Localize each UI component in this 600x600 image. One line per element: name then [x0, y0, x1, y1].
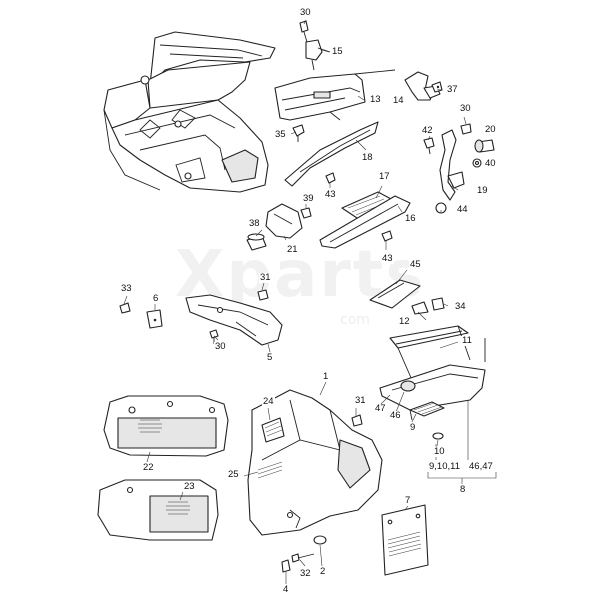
cap-12 — [411, 301, 429, 315]
luggage-cover-11 — [389, 325, 486, 381]
callout-32: 32 — [299, 568, 312, 579]
bracket-6 — [146, 309, 163, 329]
callout-12: 12 — [398, 316, 411, 327]
callout-31-lower: 31 — [354, 395, 367, 406]
mat-24 — [261, 417, 285, 443]
callout-35: 35 — [274, 129, 287, 140]
hinge-cover-19 — [439, 129, 465, 201]
callout-8: 8 — [459, 484, 467, 495]
trunk-trim-1 — [247, 389, 383, 536]
callout-13: 13 — [369, 94, 382, 105]
callout-38: 38 — [248, 218, 261, 229]
callout-47: 47 — [374, 403, 387, 414]
watermark-domain: com — [340, 312, 370, 328]
callout-10: 10 — [433, 446, 446, 457]
nut-40 — [472, 158, 482, 168]
cover-21 — [265, 203, 303, 239]
callout-16: 16 — [404, 213, 417, 224]
callout-24: 24 — [262, 396, 275, 407]
trim-5 — [185, 294, 283, 346]
trunk-lid-trim-panel-13 — [274, 69, 396, 121]
plug-10 — [432, 432, 444, 440]
panel-16 — [319, 195, 411, 249]
clip-4 — [281, 559, 291, 573]
clip-31-lower — [351, 414, 363, 427]
callout-37: 37 — [446, 84, 459, 95]
callout-15: 15 — [331, 46, 344, 57]
callout-30-lower: 30 — [214, 341, 227, 352]
side-trim-22 — [103, 395, 229, 457]
callout-6: 6 — [152, 293, 160, 304]
clip-33 — [119, 302, 131, 314]
clip-42 — [423, 137, 435, 155]
screw-30-lower — [209, 329, 219, 344]
cap-2 — [313, 535, 327, 545]
clip-15-assembly — [299, 20, 331, 71]
side-trim-23 — [97, 479, 219, 541]
callout-18: 18 — [361, 152, 374, 163]
screw-35 — [292, 124, 305, 142]
callout-1: 1 — [322, 371, 330, 382]
callout-21: 21 — [286, 244, 299, 255]
callout-2: 2 — [319, 566, 327, 577]
cover-45 — [369, 279, 421, 309]
cover-plate-7 — [381, 504, 429, 576]
leader-lines — [123, 19, 469, 584]
shelf-46-47 — [379, 364, 486, 421]
callout-33: 33 — [120, 283, 133, 294]
clip-43-upper — [325, 172, 336, 184]
callout-9: 9 — [409, 422, 417, 433]
callout-46: 46 — [389, 410, 402, 421]
callout-5: 5 — [266, 352, 274, 363]
car-body-illustration — [103, 31, 276, 193]
callout-11: 11 — [461, 335, 473, 346]
clip-30-right — [460, 123, 472, 135]
clip-31-upper — [257, 289, 269, 301]
callout-45: 45 — [409, 259, 422, 270]
plug-38 — [246, 233, 267, 251]
mat-9 — [409, 401, 445, 417]
callout-23: 23 — [183, 481, 196, 492]
callout-43-lower: 43 — [381, 253, 394, 264]
callout-7: 7 — [404, 495, 412, 506]
trim-strip-18 — [284, 121, 379, 187]
callout-20: 20 — [484, 124, 497, 135]
callout-19: 19 — [476, 185, 489, 196]
callout-9-10-11: 9,10,11 — [428, 461, 461, 472]
callout-31-upper: 31 — [259, 272, 272, 283]
callout-40: 40 — [484, 158, 497, 169]
callout-30-right: 30 — [459, 103, 472, 114]
clip-39 — [300, 207, 312, 219]
callout-4: 4 — [282, 584, 290, 595]
callout-17: 17 — [378, 171, 391, 182]
screw-32 — [291, 553, 315, 563]
clip-34 — [431, 297, 445, 311]
buffer-20 — [474, 139, 495, 153]
group-bracket-8 — [427, 472, 497, 484]
callout-34: 34 — [454, 301, 467, 312]
callout-43-upper: 43 — [324, 189, 337, 200]
callout-30-top: 30 — [299, 7, 312, 18]
callout-44: 44 — [456, 204, 469, 215]
callout-42: 42 — [421, 125, 434, 136]
callout-39: 39 — [302, 193, 315, 204]
callout-46-47: 46,47 — [468, 461, 494, 472]
callout-25: 25 — [227, 469, 240, 480]
callout-22: 22 — [142, 462, 155, 473]
callout-14: 14 — [392, 95, 405, 106]
clip-43-lower — [381, 230, 393, 242]
